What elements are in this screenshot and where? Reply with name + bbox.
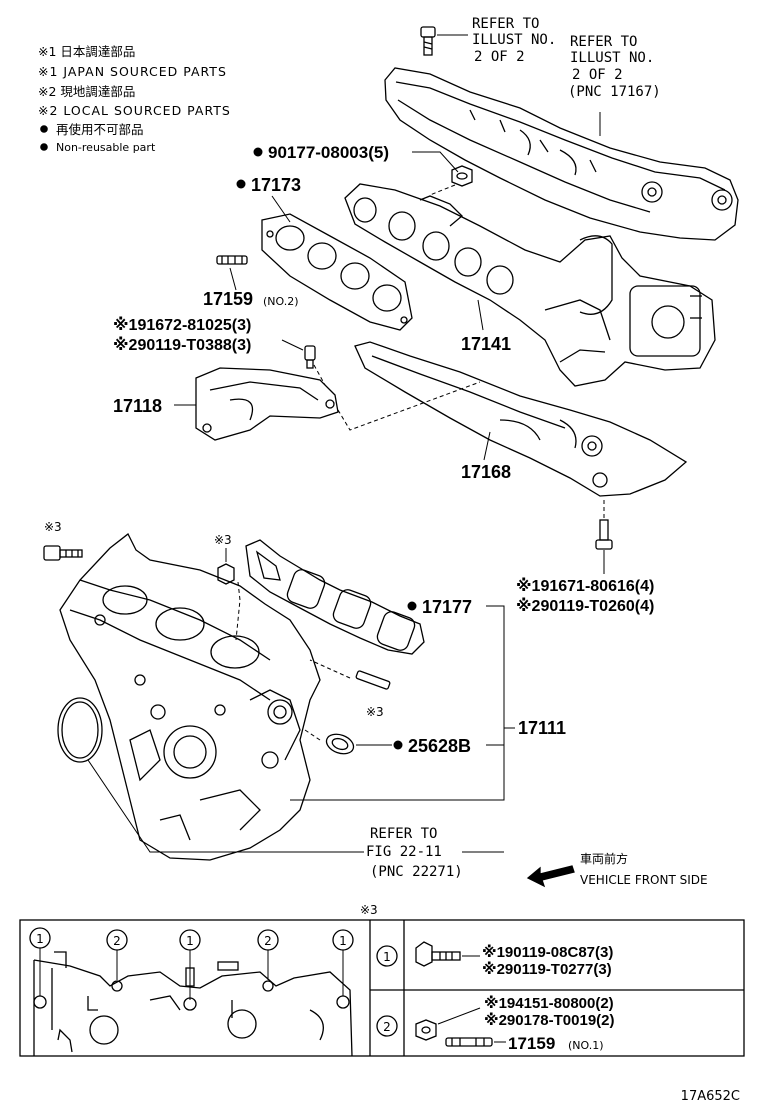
- gasket-25628b: [325, 733, 355, 755]
- callout-25628b: 25628B: [393, 736, 471, 756]
- nut-icon: [415, 1019, 437, 1041]
- detail-bubbles: [29, 927, 354, 1011]
- vehicle-front-arrow-icon: [526, 865, 575, 888]
- stud-bolt-icon: [355, 670, 391, 690]
- mark-3-label: ※3: [44, 520, 62, 534]
- stud-bolt-icon: [216, 255, 248, 265]
- part-label-91672: ※191672-81025(3): [113, 316, 251, 334]
- refer-text: ILLUST NO.: [570, 50, 654, 66]
- bubble-label: 1: [36, 932, 44, 946]
- non-reusable-dot-icon: [40, 143, 48, 151]
- legend-line-5: 再使用不可部品: [56, 122, 144, 137]
- part-label-17159: 17159: [203, 289, 253, 309]
- part-label-90119-t0388: ※290119-T0388(3): [113, 336, 251, 354]
- bubble-label: 1: [186, 934, 194, 948]
- refer-text: (PNC 17167): [568, 84, 661, 100]
- refer-text: 2 OF 2: [474, 49, 525, 65]
- refer-text: REFER TO: [570, 34, 637, 50]
- row-2-parts: ※194151-80800(2) ※290178-T0019(2) 17159 …: [484, 994, 615, 1053]
- bubble-label: 2: [264, 934, 272, 948]
- stud-bolt-icon: [445, 1037, 493, 1047]
- detail-title: ※3: [360, 903, 378, 917]
- intake-gasket-17177: [245, 539, 425, 655]
- part-label-90119-t0260: ※290119-T0260(4): [516, 597, 654, 615]
- refer-note-top-b: REFER TO ILLUST NO. 2 OF 2 (PNC 17167): [568, 34, 661, 100]
- row-2-number: 2: [383, 1020, 391, 1034]
- front-jp: 車両前方: [580, 851, 628, 866]
- detail-box: [19, 919, 745, 1057]
- part-label-90119-t0277: ※290119-T0277(3): [482, 960, 612, 978]
- part-label-17159-suffix: (NO.2): [263, 295, 299, 308]
- part-label-17177: 17177: [422, 597, 472, 617]
- callout-17177: 17177: [407, 597, 472, 617]
- non-reusable-dot-icon: [236, 179, 246, 189]
- part-label-94151: ※194151-80800(2): [484, 994, 614, 1012]
- row-1-parts: ※190119-08C87(3) ※290119-T0277(3): [482, 943, 613, 978]
- part-label-25628b: 25628B: [408, 736, 471, 756]
- refer-note-fig: REFER TO FIG 22-11 (PNC 22271): [366, 826, 463, 880]
- detail-bubble-labels: 1 2 1 2 1: [36, 932, 347, 948]
- part-label-17111: 17111: [518, 718, 566, 738]
- part-label-90119-08c87: ※190119-08C87(3): [482, 943, 613, 961]
- bolt-icon: [43, 545, 83, 561]
- callout-17159: 17159 (NO.2): [203, 289, 299, 309]
- legend-line-4: ※2 LOCAL SOURCED PARTS: [38, 103, 231, 118]
- non-reusable-dot-icon: [407, 601, 417, 611]
- vehicle-front-label: 車両前方 VEHICLE FRONT SIDE: [580, 851, 708, 887]
- bubble-label: 2: [113, 934, 121, 948]
- legend: ※1 日本調達部品 ※1 JAPAN SOURCED PARTS ※2 現地調達…: [38, 44, 231, 154]
- callout-91672: ※191672-81025(3) ※290119-T0388(3): [113, 316, 251, 354]
- refer-text: 2 OF 2: [572, 67, 623, 83]
- non-reusable-dot-icon: [393, 740, 403, 750]
- part-label-17168: 17168: [461, 462, 511, 482]
- legend-line-2: ※1 JAPAN SOURCED PARTS: [38, 64, 227, 79]
- bracket-17118: [195, 367, 339, 441]
- refer-note-top-a: REFER TO ILLUST NO. 2 OF 2: [472, 16, 556, 65]
- legend-line-6: Non-reusable part: [56, 141, 156, 154]
- part-label-17173: 17173: [251, 175, 301, 195]
- callout-91671: ※191671-80616(4) ※290119-T0260(4): [516, 577, 654, 615]
- part-label-17141: 17141: [461, 334, 511, 354]
- part-label-91671: ※191671-80616(4): [516, 577, 654, 595]
- row-1-number: 1: [383, 950, 391, 964]
- diagram-code: 17A652C: [681, 1089, 740, 1104]
- part-label-17159-no1: 17159: [508, 1034, 555, 1053]
- mark-3-label: ※3: [366, 705, 384, 719]
- bolt-icon: [304, 345, 316, 369]
- row-2-bubble: [376, 1015, 398, 1037]
- non-reusable-dot-icon: [253, 147, 263, 157]
- refer-text: (PNC 22271): [370, 864, 463, 880]
- part-label-17118: 17118: [113, 396, 162, 416]
- nut-icon: [217, 563, 235, 585]
- part-label-90178: ※290178-T0019(2): [484, 1011, 615, 1029]
- heat-insulator-upper: [384, 67, 739, 241]
- exhaust-manifold-17141: [344, 183, 716, 387]
- refer-text: REFER TO: [370, 826, 437, 842]
- refer-text: ILLUST NO.: [472, 32, 556, 48]
- o-ring: [57, 697, 103, 763]
- bolt-icon: [595, 519, 613, 550]
- part-label-90177: 90177-08003(5): [268, 143, 389, 162]
- row-1-bubble: [376, 945, 398, 967]
- callout-90177: 90177-08003(5): [253, 143, 389, 162]
- bolt-icon: [415, 941, 461, 967]
- front-en: VEHICLE FRONT SIDE: [580, 873, 708, 887]
- detail-head-outline: [33, 951, 353, 1057]
- heat-insulator-lower-17168: [354, 341, 688, 497]
- refer-text: REFER TO: [472, 16, 539, 32]
- part-label-17159-no1-suffix: (NO.1): [568, 1039, 604, 1052]
- cylinder-head-17111: [59, 533, 321, 861]
- refer-text: FIG 22-11: [366, 844, 442, 860]
- legend-line-1: ※1 日本調達部品: [38, 44, 135, 59]
- callout-17173: 17173: [236, 175, 301, 195]
- mark-3-label: ※3: [214, 533, 232, 547]
- bubble-label: 1: [339, 934, 347, 948]
- nut-icon: [451, 165, 473, 187]
- legend-line-3: ※2 現地調達部品: [38, 84, 135, 99]
- non-reusable-dot-icon: [40, 125, 48, 133]
- exhaust-gasket-17173: [261, 213, 413, 331]
- top-bolt-icon: [420, 26, 468, 56]
